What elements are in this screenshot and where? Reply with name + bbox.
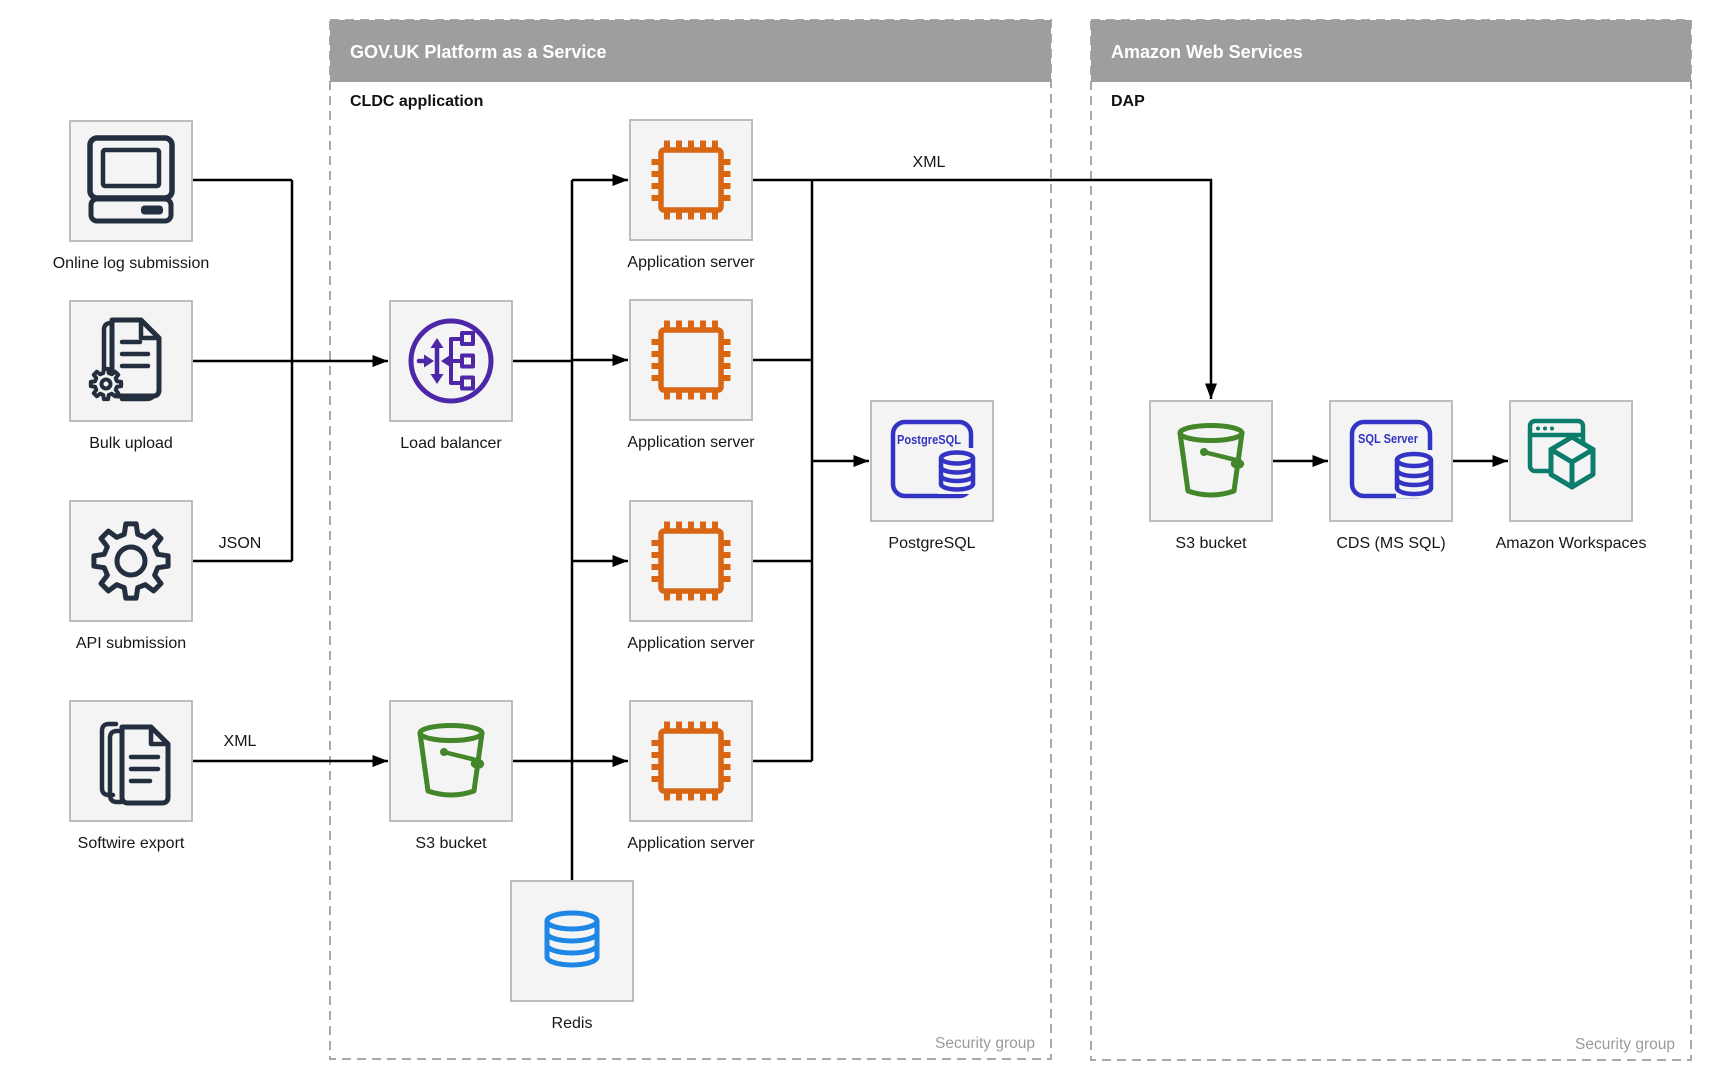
postgresql-icon: PostgreSQL — [890, 419, 976, 499]
workspaces-icon — [1527, 418, 1596, 490]
container-govuk-paas: GOV.UK Platform as a Service CLDC applic… — [329, 19, 1052, 1060]
node-app-server-3: Application server — [627, 500, 755, 652]
node-label: CDS (MS SQL) — [1336, 535, 1445, 552]
node-frame — [1149, 400, 1273, 522]
node-label: Redis — [552, 1015, 593, 1032]
s3-bucket-icon — [417, 723, 485, 798]
database-cylinder-icon — [544, 910, 600, 968]
govuk-paas-subtitle: CLDC application — [350, 93, 483, 110]
node-amazon-workspaces: Amazon Workspaces — [1496, 400, 1647, 552]
node-label: Bulk upload — [89, 435, 173, 452]
node-label: Application server — [627, 434, 755, 451]
documents-stack-icon — [99, 721, 171, 806]
json-edge-label: JSON — [219, 535, 262, 552]
govuk-paas-footer: Security group — [935, 1035, 1035, 1052]
node-label: PostgreSQL — [888, 535, 975, 552]
node-label: Application server — [627, 635, 755, 652]
computer-icon — [87, 135, 175, 224]
node-app-server-2: Application server — [627, 299, 755, 451]
node-app-server-4: Application server — [627, 700, 755, 852]
node-redis: Redis — [510, 880, 634, 1032]
load-balancer-icon — [408, 318, 494, 404]
sql-server-icon: SQL Server — [1349, 419, 1436, 499]
aws-title: Amazon Web Services — [1111, 42, 1303, 62]
node-app-server-1: Application server — [627, 119, 755, 271]
node-s3-bucket-aws: S3 bucket — [1149, 400, 1273, 552]
node-frame — [389, 700, 513, 822]
node-label: Application server — [627, 254, 755, 271]
node-s3-bucket-paas: S3 bucket — [389, 700, 513, 852]
node-label: Softwire export — [78, 835, 185, 852]
postgresql-icon-text: PostgreSQL — [897, 432, 961, 447]
node-label: Load balancer — [400, 435, 502, 452]
gear-icon — [94, 524, 168, 598]
node-label: S3 bucket — [1175, 535, 1247, 552]
node-frame — [69, 500, 193, 622]
node-softwire-export: Softwire export — [69, 700, 193, 852]
s3-bucket-icon — [1177, 423, 1245, 498]
edges: JSON XML XML — [192, 154, 1508, 881]
node-postgresql: PostgreSQL PostgreSQL — [870, 400, 994, 552]
aws-subtitle: DAP — [1111, 93, 1145, 110]
chip-icon — [651, 140, 731, 220]
govuk-paas-header-bar — [330, 20, 1051, 82]
aws-footer: Security group — [1575, 1036, 1675, 1053]
container-aws: Amazon Web Services DAP Security group — [1090, 19, 1692, 1061]
govuk-paas-title: GOV.UK Platform as a Service — [350, 42, 606, 62]
node-api-submission: API submission — [69, 500, 193, 652]
xml-softwire-edge-label: XML — [224, 733, 257, 750]
chip-icon — [651, 721, 731, 801]
document-gear-icon — [89, 317, 162, 402]
node-load-balancer: Load balancer — [389, 300, 513, 452]
node-online-log-submission: Online log submission — [53, 120, 210, 272]
node-bulk-upload: Bulk upload — [69, 300, 193, 452]
aws-header-bar — [1091, 20, 1691, 82]
sql-server-icon-text: SQL Server — [1358, 431, 1418, 446]
node-label: Online log submission — [53, 255, 210, 272]
node-label: Amazon Workspaces — [1496, 535, 1647, 552]
chip-icon — [651, 521, 731, 601]
edge-xml-to-aws-s3 — [752, 178, 1217, 399]
node-cds-ms-sql: SQL Server CDS (MS SQL) — [1329, 400, 1453, 552]
node-label: Application server — [627, 835, 755, 852]
node-label: S3 bucket — [415, 835, 487, 852]
node-label: API submission — [76, 635, 186, 652]
chip-icon — [651, 320, 731, 400]
xml-dap-edge-label: XML — [913, 154, 946, 171]
